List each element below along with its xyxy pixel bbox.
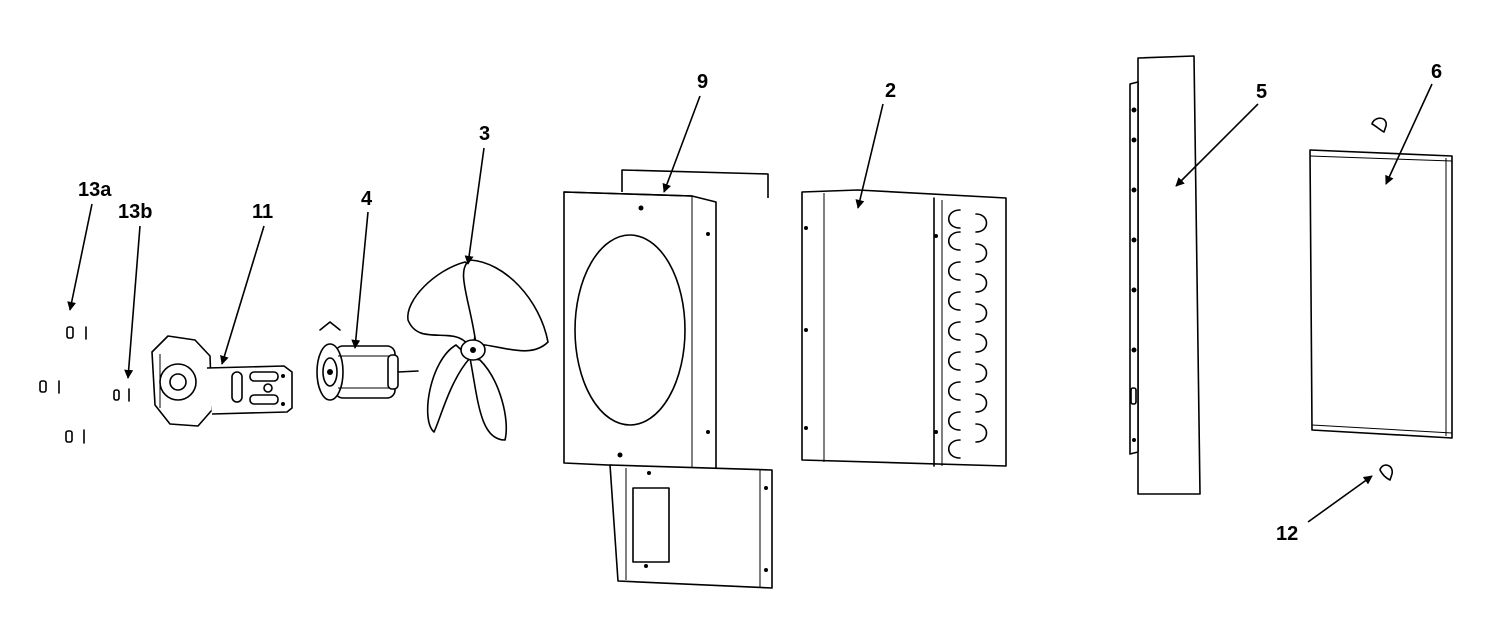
label-9: 9: [697, 71, 708, 93]
part-2-coil: [801, 189, 1007, 467]
part-5-side-panel: [1129, 55, 1201, 495]
part-9-fan-shroud: [563, 169, 773, 589]
label-13b: 13b: [118, 201, 152, 223]
label-2: 2: [885, 80, 896, 102]
label-4: 4: [361, 188, 373, 210]
label-5: 5: [1256, 81, 1267, 103]
part-6-front-panel: [1309, 149, 1453, 439]
label-11: 11: [252, 201, 273, 223]
part-3-fan-blade: [407, 259, 549, 441]
part-13b-fastener: [113, 388, 130, 402]
part-12-panel-clips: [1371, 117, 1393, 481]
label-13a: 13a: [78, 179, 112, 201]
label-3: 3: [479, 123, 490, 145]
label-6: 6: [1431, 61, 1442, 83]
part-13a-fasteners: [39, 326, 87, 444]
leader-lines: [67, 83, 1433, 523]
part-4-fan-motor: [316, 321, 419, 401]
label-12: 12: [1276, 523, 1298, 545]
part-11-motor-mount: [151, 335, 293, 427]
